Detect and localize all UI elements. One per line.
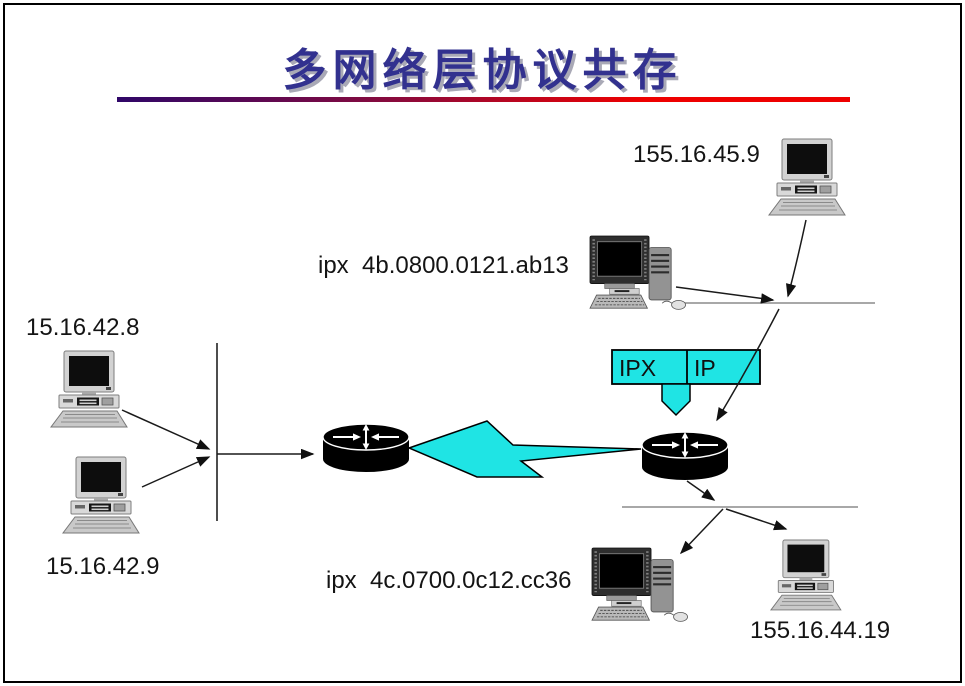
ip-address-label-host-c: 155.16.45.9: [633, 141, 760, 168]
protocol-label-ipx: IPX: [619, 355, 657, 381]
arrow-server-top-to-segment: [675, 286, 775, 304]
lightning-bolt-wan-link-icon: [406, 420, 642, 478]
arrow-segment-to-host-d: [725, 508, 788, 531]
title-underline: [117, 97, 850, 102]
ip-address-label-host-b: 15.16.42.9: [46, 553, 160, 580]
host-a-computer-icon: [50, 350, 128, 428]
protocol-label-ip: IP: [694, 355, 716, 381]
ip-address-label-host-d: 155.16.44.19: [750, 617, 891, 644]
router-right-icon: [641, 431, 729, 481]
arrow-segment-to-router-right: [716, 308, 780, 422]
host-b-computer-icon: [62, 456, 140, 534]
protocol-pointer-down-icon: [661, 383, 691, 417]
server-top-workstation-icon: [588, 234, 687, 311]
arrow-segment-to-server-bottom: [679, 508, 724, 555]
ip-address-label-host-a: 15.16.42.8: [26, 314, 140, 341]
server-bottom-workstation-icon: [590, 546, 689, 623]
host-c-computer-icon: [768, 138, 846, 216]
arrow-router-right-to-segment: [686, 480, 716, 501]
protocol-box: [611, 349, 761, 385]
ipx-address-label-server-bottom: ipx 4c.0700.0c12.cc36: [326, 567, 572, 594]
router-left-icon: [322, 423, 410, 473]
page-title: 多网络层协议共存: [282, 46, 683, 95]
arrow-host-c-to-segment: [785, 219, 807, 298]
ipx-address-label-server-top: ipx 4b.0800.0121.ab13: [318, 252, 569, 279]
host-d-computer-icon: [770, 539, 842, 611]
arrow-host-a-to-segment: [121, 409, 211, 450]
arrow-host-b-to-segment: [141, 456, 211, 488]
